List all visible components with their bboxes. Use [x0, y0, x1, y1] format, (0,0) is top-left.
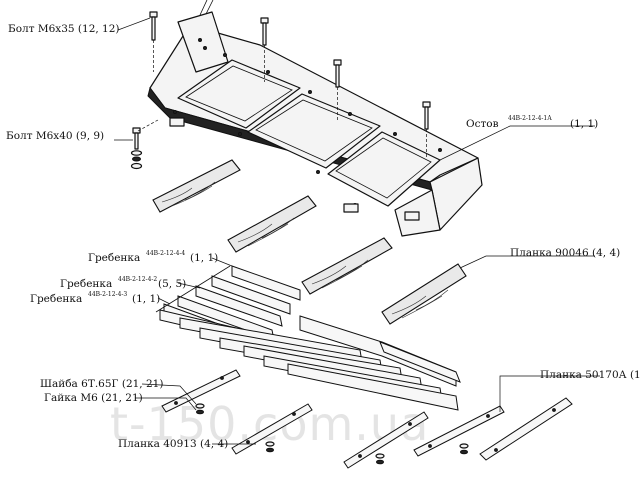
svg-text:44В-2-12-4-4: 44В-2-12-4-4	[146, 250, 185, 257]
svg-text:44В-2-12-4-1А: 44В-2-12-4-1А	[508, 115, 552, 122]
bolts-m6x35	[149, 11, 431, 158]
frame-window-2	[247, 93, 381, 169]
wood-plank	[301, 237, 393, 295]
label-washer: Шайба 6Т.65Г (21, 21)	[40, 378, 163, 390]
svg-text:Гребенка: Гребенка	[30, 293, 82, 305]
svg-text:44В-2-12-4-3: 44В-2-12-4-3	[88, 291, 127, 298]
frame-window-1	[177, 59, 301, 129]
label-comb-2: Гребенка 44В-2-12-4-2 (5, 5)	[60, 276, 186, 290]
bolt-icon	[260, 17, 269, 46]
frame-body	[147, 0, 483, 237]
label-plank-90046: Планка 90046 (4, 4)	[510, 247, 620, 259]
washer-nut-set	[195, 403, 469, 465]
svg-text:Планка 40913 (4, 4): Планка 40913 (4, 4)	[118, 438, 228, 450]
svg-text:Планка 50170А (1, 1): Планка 50170А (1, 1)	[540, 369, 640, 381]
svg-text:(1, 1): (1, 1)	[190, 252, 218, 264]
label-comb-3: Гребенка 44В-2-12-4-3 (1, 1)	[30, 291, 160, 305]
label-plank-50170a: Планка 50170А (1, 1)	[540, 369, 640, 381]
svg-text:Гребенка: Гребенка	[88, 252, 140, 264]
svg-text:Шайба 6Т.65Г (21, 21): Шайба 6Т.65Г (21, 21)	[40, 378, 163, 390]
comb-slats	[155, 265, 461, 411]
svg-text:Гребенка: Гребенка	[60, 278, 112, 290]
label-nut: Гайка М6 (21, 21)	[44, 392, 143, 404]
svg-text:Остов: Остов	[466, 118, 499, 130]
svg-text:Гайка М6 (21, 21): Гайка М6 (21, 21)	[44, 392, 143, 404]
label-frame: Остов 44В-2-12-4-1А (1, 1)	[466, 115, 598, 130]
svg-text:44В-2-12-4-2: 44В-2-12-4-2	[118, 276, 157, 283]
bolt-icon	[333, 59, 342, 88]
label-bolt-m6x35: Болт М6х35 (12, 12)	[8, 23, 120, 35]
svg-text:Планка 90046 (4, 4): Планка 90046 (4, 4)	[510, 247, 620, 259]
label-bolt-m6x40: Болт М6х40 (9, 9)	[6, 130, 104, 142]
svg-text:(1, 1): (1, 1)	[132, 293, 160, 305]
svg-text:Болт М6х35 (12, 12): Болт М6х35 (12, 12)	[8, 23, 120, 35]
bolt-icon	[422, 101, 431, 130]
svg-text:Болт М6х40 (9, 9): Болт М6х40 (9, 9)	[6, 130, 104, 142]
wood-plank	[152, 159, 241, 213]
label-plank-40913: Планка 40913 (4, 4)	[118, 438, 228, 450]
metal-straps-40913	[161, 369, 573, 469]
wood-plank	[381, 263, 467, 325]
label-comb-4: Гребенка 44В-2-12-4-4 (1, 1)	[88, 250, 218, 264]
svg-text:(5, 5): (5, 5)	[158, 278, 186, 290]
svg-text:(1, 1): (1, 1)	[570, 118, 598, 130]
wood-plank	[227, 195, 317, 253]
wood-planks-90046	[152, 159, 467, 325]
bolt-m6x40-stack	[130, 119, 159, 170]
bolt-icon	[149, 11, 158, 41]
leader-lines	[114, 17, 600, 445]
